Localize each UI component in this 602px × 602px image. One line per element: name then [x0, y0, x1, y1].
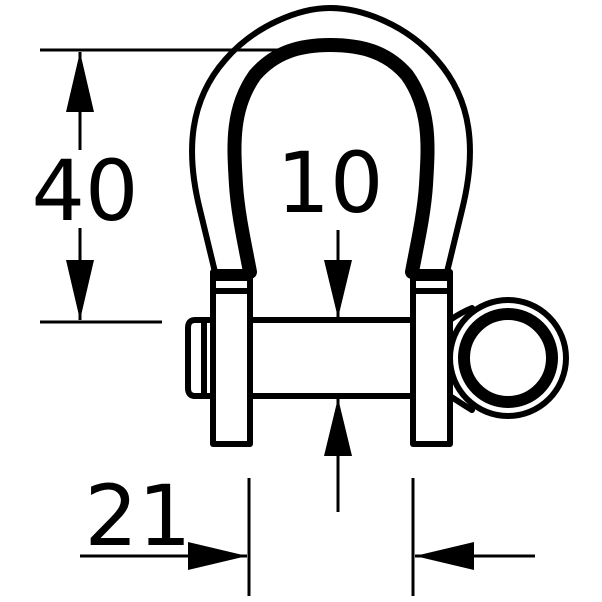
pin-diameter-label: 10 — [277, 134, 384, 232]
shackle-right-eye — [410, 269, 453, 447]
width-dimension-label: 21 — [85, 467, 192, 565]
pin-head-left — [185, 317, 216, 399]
height-dimension-label: 40 — [32, 142, 139, 240]
pin-ring-neck — [447, 305, 475, 413]
width-arrow-left — [188, 542, 247, 570]
height-arrow-top — [66, 52, 94, 112]
pin-ring-inner — [458, 308, 558, 408]
pin-arrow-bottom — [324, 398, 352, 456]
shackle-bow-inner — [227, 37, 435, 279]
width-arrow-right — [415, 542, 474, 570]
shackle-left-eye — [210, 269, 253, 447]
height-arrow-bottom — [66, 260, 94, 320]
pin-ring-outer — [447, 297, 569, 419]
shackle-bow-outer — [189, 5, 473, 275]
pin-arrow-top — [324, 260, 352, 318]
